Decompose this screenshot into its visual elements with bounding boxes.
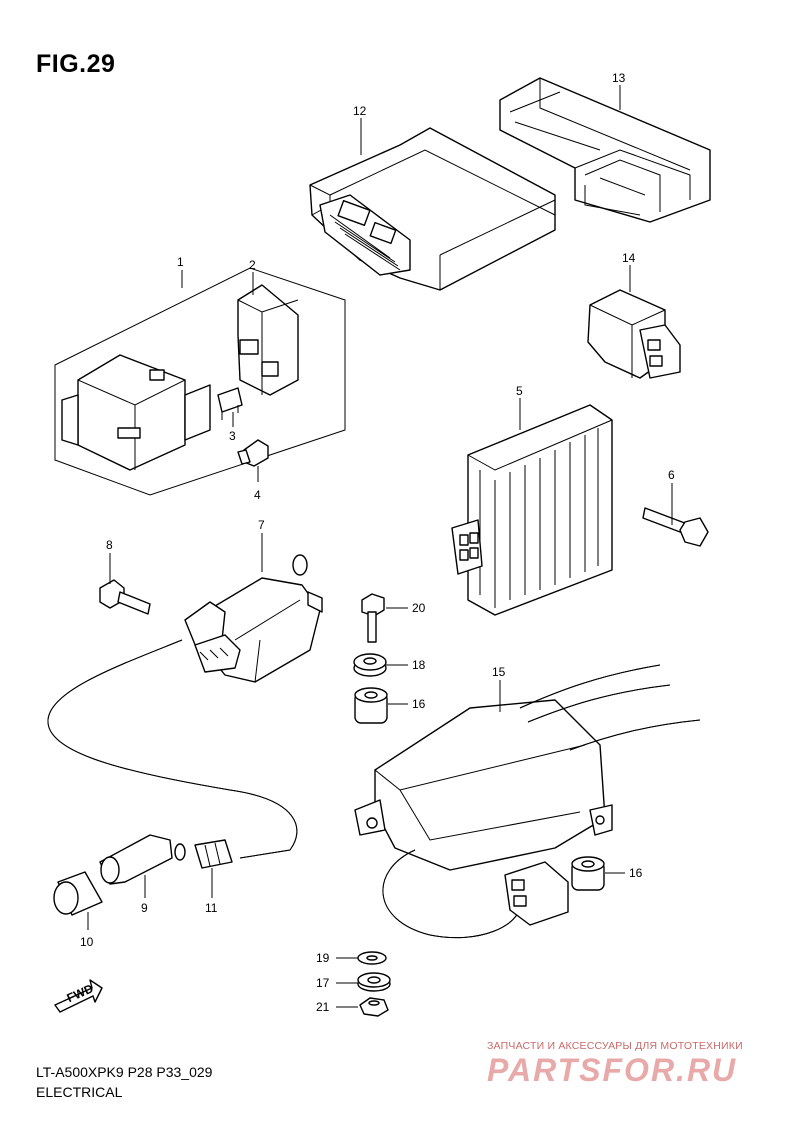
- starter-relay-group-frame: [54, 267, 346, 496]
- leader-lines: [87, 85, 673, 1008]
- ecm-part-12[interactable]: [309, 127, 556, 291]
- callout-21[interactable]: 21: [316, 1000, 330, 1014]
- bolt-part-8[interactable]: [99, 579, 151, 615]
- callout-11[interactable]: 11: [205, 901, 218, 915]
- callout-labels: 1 2 3 4 5 6 7 8 9 10 11 12 13 14 15 16 1…: [80, 71, 675, 1014]
- callout-2[interactable]: 2: [249, 258, 256, 272]
- washer-part-17[interactable]: [357, 972, 391, 992]
- section-name: ELECTRICAL: [36, 1084, 123, 1100]
- watermark-logo: PARTSFOR.RU: [487, 1052, 738, 1088]
- relay-cover-part-2[interactable]: [237, 284, 299, 396]
- lead-fitting-part-11[interactable]: [174, 839, 233, 869]
- bolt-part-20[interactable]: [361, 593, 385, 643]
- callout-6[interactable]: 6: [668, 468, 675, 482]
- bolt-part-6[interactable]: [642, 507, 709, 547]
- callout-10[interactable]: 10: [80, 935, 94, 949]
- coupler-part-14[interactable]: [587, 289, 681, 379]
- callout-7[interactable]: 7: [258, 518, 265, 532]
- callout-8[interactable]: 8: [106, 538, 113, 552]
- callout-1[interactable]: 1: [177, 255, 184, 269]
- callout-20[interactable]: 20: [412, 601, 426, 615]
- callout-18[interactable]: 18: [412, 658, 426, 672]
- callout-14[interactable]: 14: [622, 251, 636, 265]
- bolt-part-4[interactable]: [237, 439, 269, 467]
- callout-15[interactable]: 15: [492, 665, 506, 679]
- plug-cap-part-9[interactable]: [99, 834, 173, 885]
- callout-5[interactable]: 5: [516, 384, 523, 398]
- nut-part-21[interactable]: [359, 997, 389, 1017]
- fuse-part-3[interactable]: [217, 387, 243, 420]
- model-code: LT-A500XPK9 P28 P33_029: [36, 1064, 213, 1080]
- washer-part-19[interactable]: [357, 951, 387, 965]
- regulator-rectifier-part-5[interactable]: [451, 404, 613, 616]
- watermark-tagline: ЗАПЧАСТИ И АКСЕССУАРЫ ДЛЯ МОТОТЕХНИКИ: [487, 1040, 743, 1052]
- cap-part-10[interactable]: [53, 871, 103, 916]
- callout-9[interactable]: 9: [141, 901, 148, 915]
- ignition-coil-part-7[interactable]: [184, 554, 323, 683]
- starter-relay-part-1[interactable]: [61, 354, 211, 471]
- high-tension-lead: [47, 639, 298, 859]
- callout-16-top[interactable]: 16: [412, 697, 426, 711]
- cushion-part-16-right[interactable]: [571, 856, 605, 891]
- callout-13[interactable]: 13: [612, 71, 626, 85]
- fwd-arrow-icon: FWD: [54, 979, 103, 1013]
- cover-part-13[interactable]: [499, 77, 711, 223]
- callout-4[interactable]: 4: [254, 488, 261, 502]
- callout-19[interactable]: 19: [316, 951, 330, 965]
- control-unit-part-15[interactable]: [354, 664, 701, 939]
- callout-16-right[interactable]: 16: [629, 866, 643, 880]
- callout-17[interactable]: 17: [316, 976, 330, 990]
- callout-3[interactable]: 3: [229, 429, 236, 443]
- cushion-part-16-top[interactable]: [354, 687, 388, 724]
- callout-12[interactable]: 12: [353, 104, 367, 118]
- figure-title: FIG.29: [36, 50, 116, 78]
- collar-part-18[interactable]: [353, 653, 387, 677]
